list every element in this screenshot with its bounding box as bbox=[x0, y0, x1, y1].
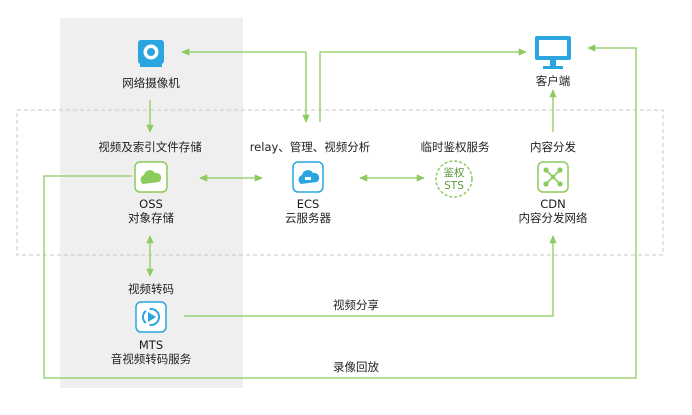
mts-desc: 音视频转码服务 bbox=[110, 352, 192, 366]
edge-mts-cdn bbox=[184, 235, 557, 317]
edge-ecs-client bbox=[319, 48, 527, 122]
seal-icon bbox=[435, 160, 473, 198]
cloud-region-dashed-box bbox=[16, 109, 664, 256]
monitor-icon bbox=[535, 36, 571, 69]
network-icon bbox=[537, 161, 569, 193]
playback-edge-label: 录像回放 bbox=[333, 360, 379, 374]
ecs-top-label: relay、管理、视频分析 bbox=[249, 140, 371, 154]
oss-desc: 对象存储 bbox=[128, 211, 174, 225]
cdn-top-label: 内容分发 bbox=[530, 140, 576, 154]
sts-top-label: 临时鉴权服务 bbox=[420, 140, 490, 154]
cloud-icon bbox=[134, 161, 168, 193]
sts-badge-line2: STS bbox=[444, 180, 464, 192]
share-edge-label: 视频分享 bbox=[333, 298, 379, 312]
edge-camera-ecs bbox=[181, 48, 310, 123]
transcode-icon bbox=[135, 301, 167, 333]
ecs-name: ECS bbox=[296, 197, 320, 211]
cdn-name: CDN bbox=[540, 197, 566, 211]
ecs-desc: 云服务器 bbox=[285, 211, 331, 225]
oss-top-label: 视频及索引文件存储 bbox=[98, 140, 202, 154]
cloud-server-icon bbox=[292, 161, 324, 193]
mts-top-label: 视频转码 bbox=[128, 282, 174, 296]
cdn-desc: 内容分发网络 bbox=[518, 211, 588, 225]
client-label: 客户端 bbox=[535, 74, 571, 88]
sts-badge-line1: 鉴权 bbox=[443, 167, 465, 179]
mts-name: MTS bbox=[138, 338, 164, 352]
camera-label: 网络摄像机 bbox=[122, 76, 180, 90]
camera-icon bbox=[138, 40, 164, 67]
oss-name: OSS bbox=[139, 197, 163, 211]
edge-oss-playback-loop bbox=[43, 44, 637, 379]
